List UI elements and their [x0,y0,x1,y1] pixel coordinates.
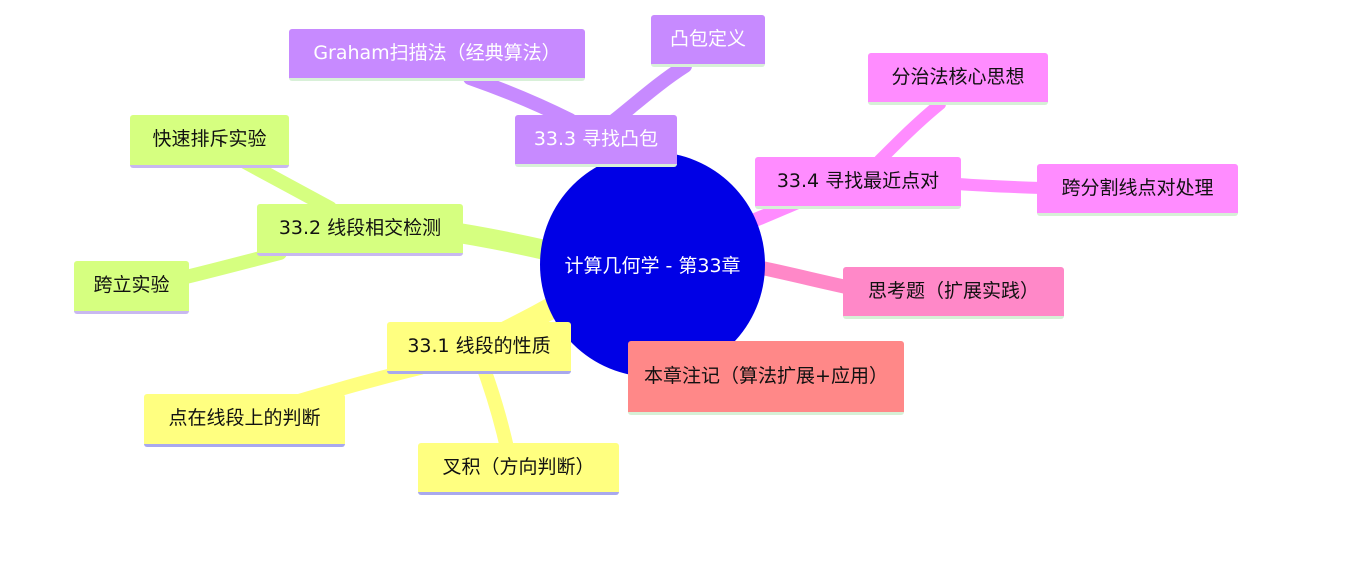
node-33-3[interactable]: 33.3 寻找凸包 [515,115,677,167]
node-straddle-test[interactable]: 跨立实验 [74,261,189,314]
node-graham-scan[interactable]: Graham扫描法（经典算法） [289,29,585,81]
node-point-on-segment[interactable]: 点在线段上的判断 [144,394,345,447]
node-cross-product[interactable]: 叉积（方向判断） [418,443,619,495]
node-chapter-notes[interactable]: 本章注记（算法扩展+应用） [628,341,904,415]
node-exercises[interactable]: 思考题（扩展实践） [843,267,1064,319]
link-334-divide [874,98,946,166]
link-331-cross [478,365,515,459]
node-convex-hull-def[interactable]: 凸包定义 [651,15,765,67]
link-332-fast [238,155,337,215]
link-333-def [608,59,692,127]
node-33-1[interactable]: 33.1 线段的性质 [387,322,571,374]
link-332-cross [175,246,287,285]
node-33-2[interactable]: 33.2 线段相交检测 [257,204,463,256]
link-334-cross [952,178,1048,194]
link-333-graham [463,71,577,127]
node-33-4[interactable]: 33.4 寻找最近点对 [755,157,961,209]
node-fast-rejection[interactable]: 快速排斥实验 [130,115,289,168]
node-cross-split-pairs[interactable]: 跨分割线点对处理 [1037,164,1238,216]
mindmap-root[interactable]: 计算几何学 - 第33章 [540,152,765,377]
node-divide-conquer[interactable]: 分治法核心思想 [868,53,1048,105]
